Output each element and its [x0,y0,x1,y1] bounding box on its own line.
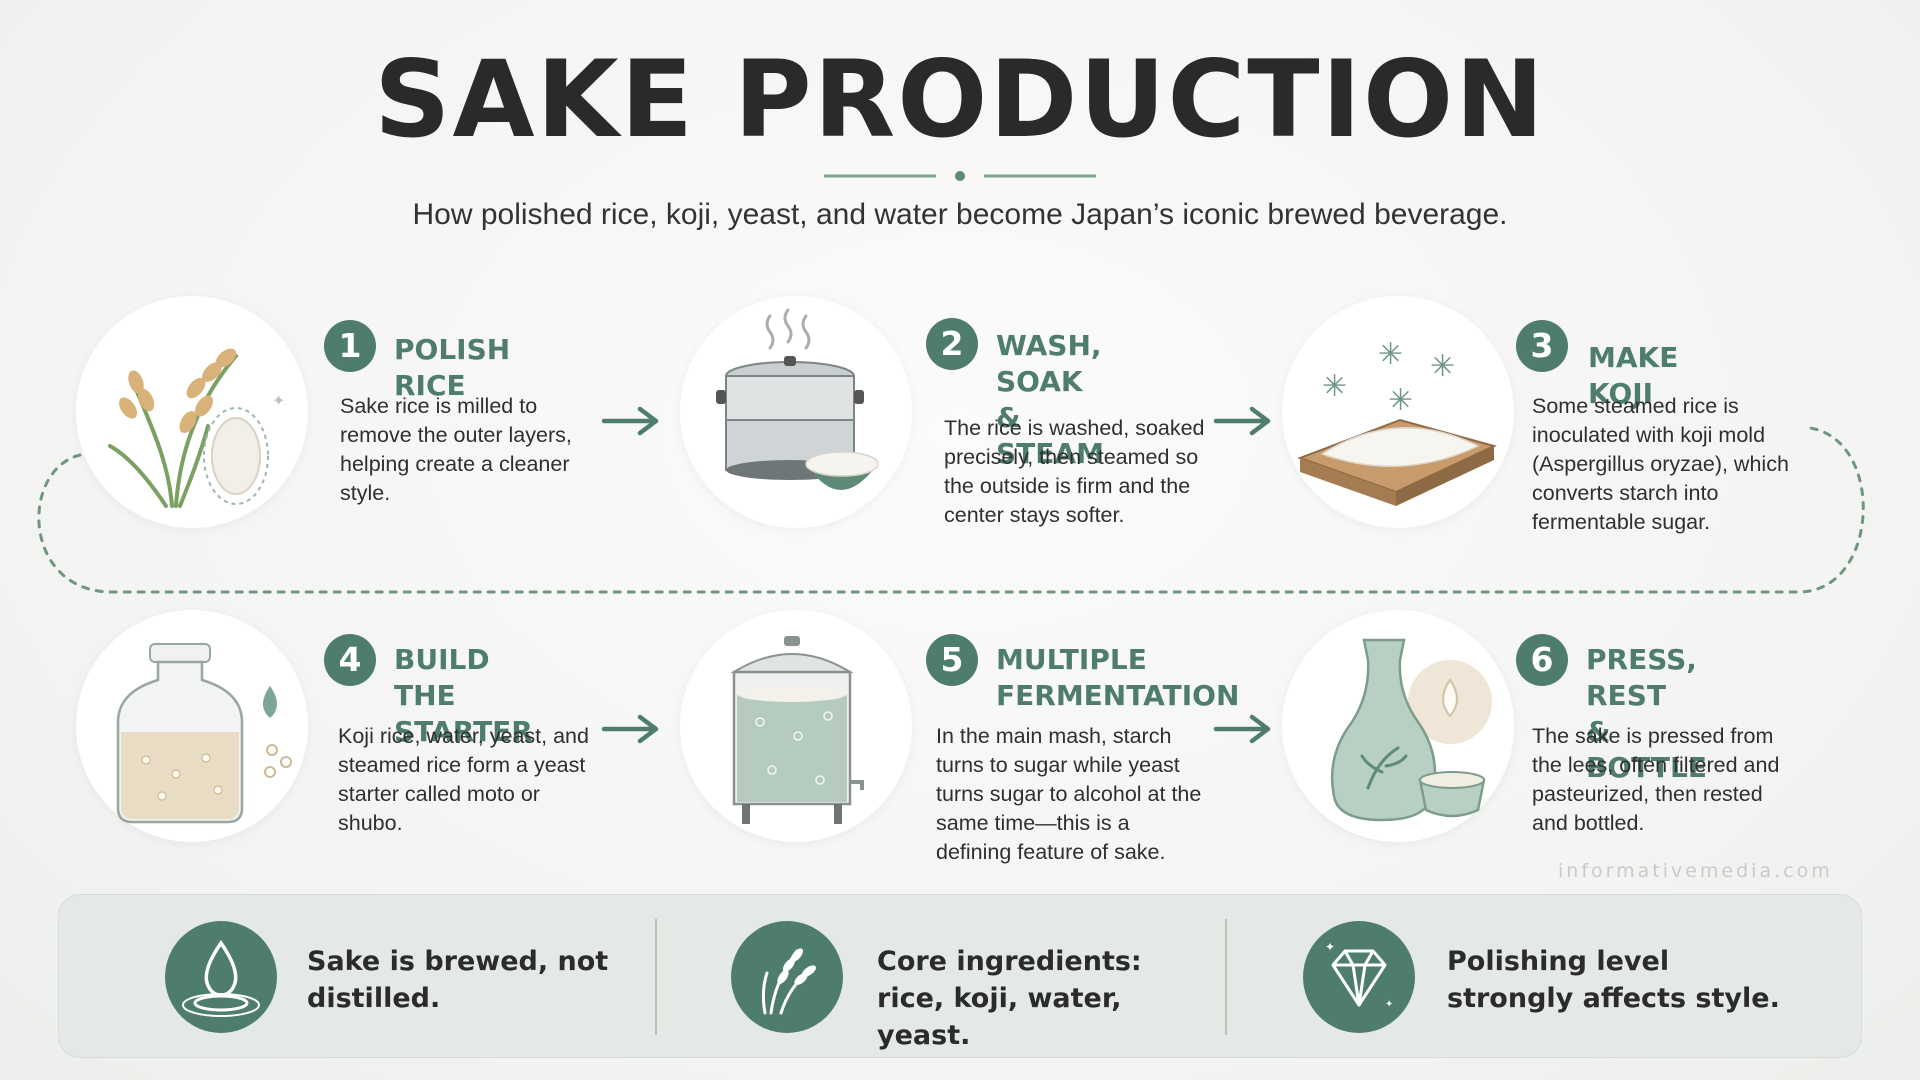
steamer-pot-icon [680,296,912,528]
fermentation-tank-icon [680,610,912,842]
starter-jar-icon [76,610,308,842]
step-number-badge: 5 [926,634,978,686]
arrow-right-icon [1213,406,1271,436]
step-description: The sake is pressed from the lees, often… [1532,724,1780,835]
step-description: Sake rice is milled to remove the outer … [340,394,572,505]
step-title: POLISH RICE [394,333,511,402]
page-title: SAKE PRODUCTION [374,38,1546,161]
step-description: The rice is washed, soaked precisely, th… [944,416,1205,527]
step-description: Koji rice, water, yeast, and steamed ric… [338,724,589,835]
fact-text: Sake is brewed, not distilled. [307,946,609,1014]
step-number-badge: 4 [324,634,376,686]
step-number-badge: 1 [324,320,376,372]
fact-text: Core ingredients: rice, koji, water, yea… [877,946,1142,1051]
step-title: MAKE KOJI [1588,341,1679,410]
koji-tray-icon: ✳ ✳ ✳ ✳ [1282,296,1514,528]
watermark: informativemedia.com [1558,860,1833,882]
step-title: BUILD THE STARTER [394,643,533,748]
step-description: Some steamed rice is inoculated with koj… [1532,394,1789,534]
rice-stalk-icon: ✦ [76,296,308,528]
title-divider [824,171,1096,181]
arrow-right-icon [601,406,659,436]
key-facts-bar: Sake is brewed, not distilled. Core ing [58,894,1862,1058]
water-drop-icon [165,921,277,1033]
step-number-badge: 6 [1516,634,1568,686]
step-description: In the main mash, starch turns to sugar … [936,724,1202,864]
arrow-right-icon [1213,714,1271,744]
subtitle: How polished rice, koji, yeast, and wate… [412,198,1508,231]
step-title: MULTIPLE FERMENTATION [996,643,1240,712]
svg-text:✳: ✳ [1430,349,1455,384]
fact-text: Polishing level strongly affects style. [1447,946,1780,1014]
svg-text:✦: ✦ [272,391,285,410]
svg-text:✳: ✳ [1378,337,1403,372]
svg-text:✳: ✳ [1322,369,1347,404]
diamond-icon: ✦ ✦ [1303,921,1415,1033]
rice-grain-icon [731,921,843,1033]
svg-text:✦: ✦ [1325,940,1335,954]
step-number-badge: 3 [1516,320,1568,372]
step-title: WASH, SOAK & STEAM [996,329,1104,470]
step-title: PRESS, REST & BOTTLE [1586,643,1707,784]
sake-bottle-icon [1282,610,1514,842]
arrow-right-icon [601,714,659,744]
svg-text:✳: ✳ [1388,383,1413,418]
fact-divider [655,919,657,1035]
fact-divider [1225,919,1227,1035]
svg-text:✦: ✦ [1385,999,1393,1010]
step-number-badge: 2 [926,318,978,370]
